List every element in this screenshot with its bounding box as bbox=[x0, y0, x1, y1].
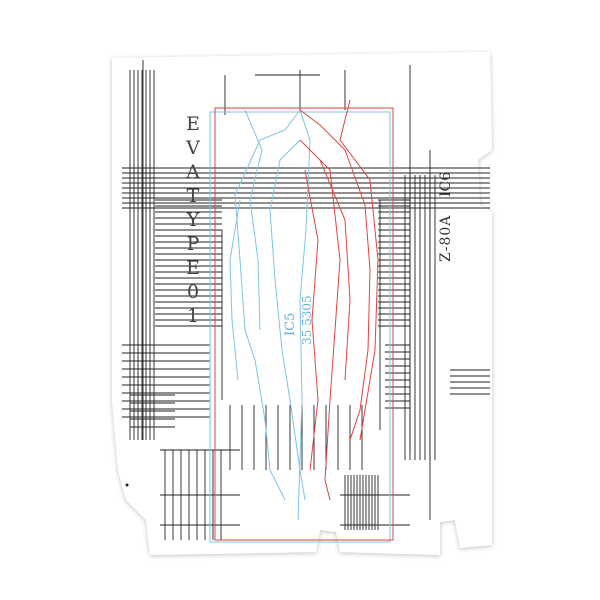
blue-figure bbox=[229, 109, 311, 521]
center-chip-id: IC5 bbox=[283, 312, 298, 336]
ic5-outline-red bbox=[214, 107, 394, 541]
stray-dot bbox=[125, 483, 129, 487]
title-letter: T bbox=[186, 185, 200, 207]
center-chip-number: 35 5305 bbox=[300, 295, 314, 345]
title-letter: Y bbox=[186, 209, 200, 231]
schematic-lines bbox=[122, 60, 490, 540]
chip-label: Z-80A bbox=[438, 214, 454, 262]
red-figure bbox=[299, 99, 379, 501]
ic5-outline-blue bbox=[209, 111, 391, 543]
chip-id: IC6 bbox=[438, 171, 454, 197]
title-letter: V bbox=[186, 137, 200, 159]
title-letter: 0 bbox=[186, 281, 200, 303]
title-letter: P bbox=[186, 233, 200, 255]
title-letter: E bbox=[186, 113, 200, 135]
title-letter: 1 bbox=[186, 305, 200, 327]
title-letter: E bbox=[186, 257, 200, 279]
title-letter: A bbox=[186, 161, 200, 183]
